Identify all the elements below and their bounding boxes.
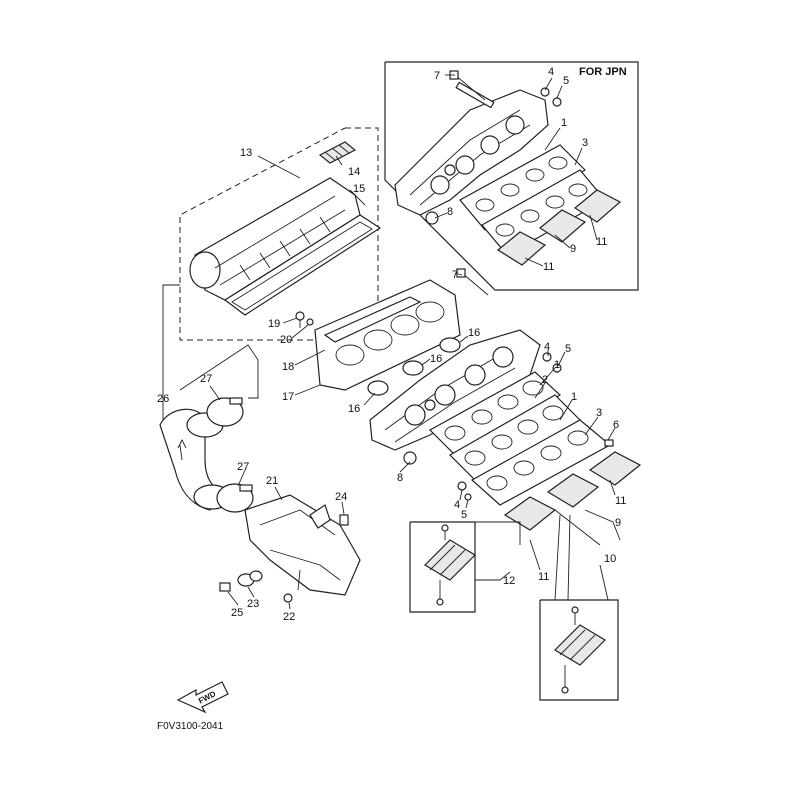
callout-16: 16: [430, 353, 442, 365]
callout-25: 25: [231, 607, 243, 619]
hose-clamp-upper: [206, 397, 244, 427]
callout-22: 22: [283, 611, 295, 623]
callout-12: 12: [503, 575, 515, 587]
o-rings: [367, 337, 461, 396]
callout-16: 16: [468, 327, 480, 339]
callout-18: 18: [282, 361, 294, 373]
reed-valve-lower: [503, 451, 642, 531]
screw-24: [339, 514, 349, 526]
callout-1: 1: [561, 117, 567, 129]
callout-11: 11: [538, 571, 549, 583]
callout-8: 8: [397, 472, 403, 484]
reference-code: F0V3100-2041: [157, 721, 224, 732]
callout-27: 27: [200, 373, 212, 385]
callout-5: 5: [565, 343, 571, 355]
drain-screen: [318, 141, 357, 164]
callout-1: 1: [571, 391, 577, 403]
callout-4: 4: [544, 341, 550, 353]
reed-plate-lower: [470, 419, 612, 506]
callout-8: 8: [447, 206, 453, 218]
reed-valve-detail-box-10: [539, 599, 619, 701]
throttle-body-lower: [369, 268, 541, 451]
callout-1: 1: [554, 359, 560, 371]
grommet-22: [283, 593, 293, 603]
callout-17: 17: [282, 391, 294, 403]
screw-20: [295, 311, 314, 328]
callout-2: 2: [542, 374, 548, 386]
callout-27: 27: [237, 461, 249, 473]
inset-title: FOR JPN: [579, 66, 627, 78]
gasket-plate-upper: [459, 144, 586, 231]
callout-10: 10: [604, 553, 616, 565]
callout-14: 14: [348, 166, 360, 178]
callout-5: 5: [563, 75, 569, 87]
screw-25-23: [219, 570, 263, 592]
callout-26: 26: [157, 393, 169, 405]
callout-11: 11: [615, 495, 626, 507]
fwd-arrow-icon: FWD: [176, 681, 229, 714]
bolts-lower: [403, 352, 614, 501]
callout-3: 3: [596, 407, 602, 419]
callout-7: 7: [452, 269, 458, 281]
intake-cover-plate: [314, 279, 461, 391]
callout-21: 21: [266, 475, 278, 487]
callout-20: 20: [280, 334, 292, 346]
callout-9: 9: [615, 517, 621, 529]
callout-9: 9: [570, 243, 576, 255]
silencer-ribs: [239, 216, 331, 281]
throttle-body-upper: [394, 81, 549, 216]
callout-6: 6: [613, 419, 619, 431]
silencer-gasket: [223, 214, 382, 316]
callout-11: 11: [543, 261, 554, 273]
reed-valve-detail-box-12: 12 11: [409, 521, 549, 613]
callout-24: 24: [335, 491, 347, 503]
callout-19: 19: [268, 318, 280, 330]
callout-23: 23: [247, 598, 259, 610]
reed-valve-upper: [496, 189, 622, 266]
air-silencer-group: 13 14 15: [179, 127, 382, 341]
callout-3: 3: [582, 137, 588, 149]
callout-11: 11: [596, 236, 607, 248]
callout-13: 13: [240, 147, 252, 159]
callout-4: 4: [454, 499, 460, 511]
callout-7: 7: [434, 70, 440, 82]
callout-15: 15: [353, 183, 365, 195]
callout-5: 5: [461, 509, 467, 521]
callout-4: 4: [548, 66, 554, 78]
gasket-plate-lower-1: [429, 371, 562, 456]
jpn-inset-panel: FOR JPN: [384, 61, 639, 291]
hose-clamp-lower: [216, 483, 254, 513]
callout-16: 16: [348, 403, 360, 415]
duct-bracket: [244, 494, 361, 596]
